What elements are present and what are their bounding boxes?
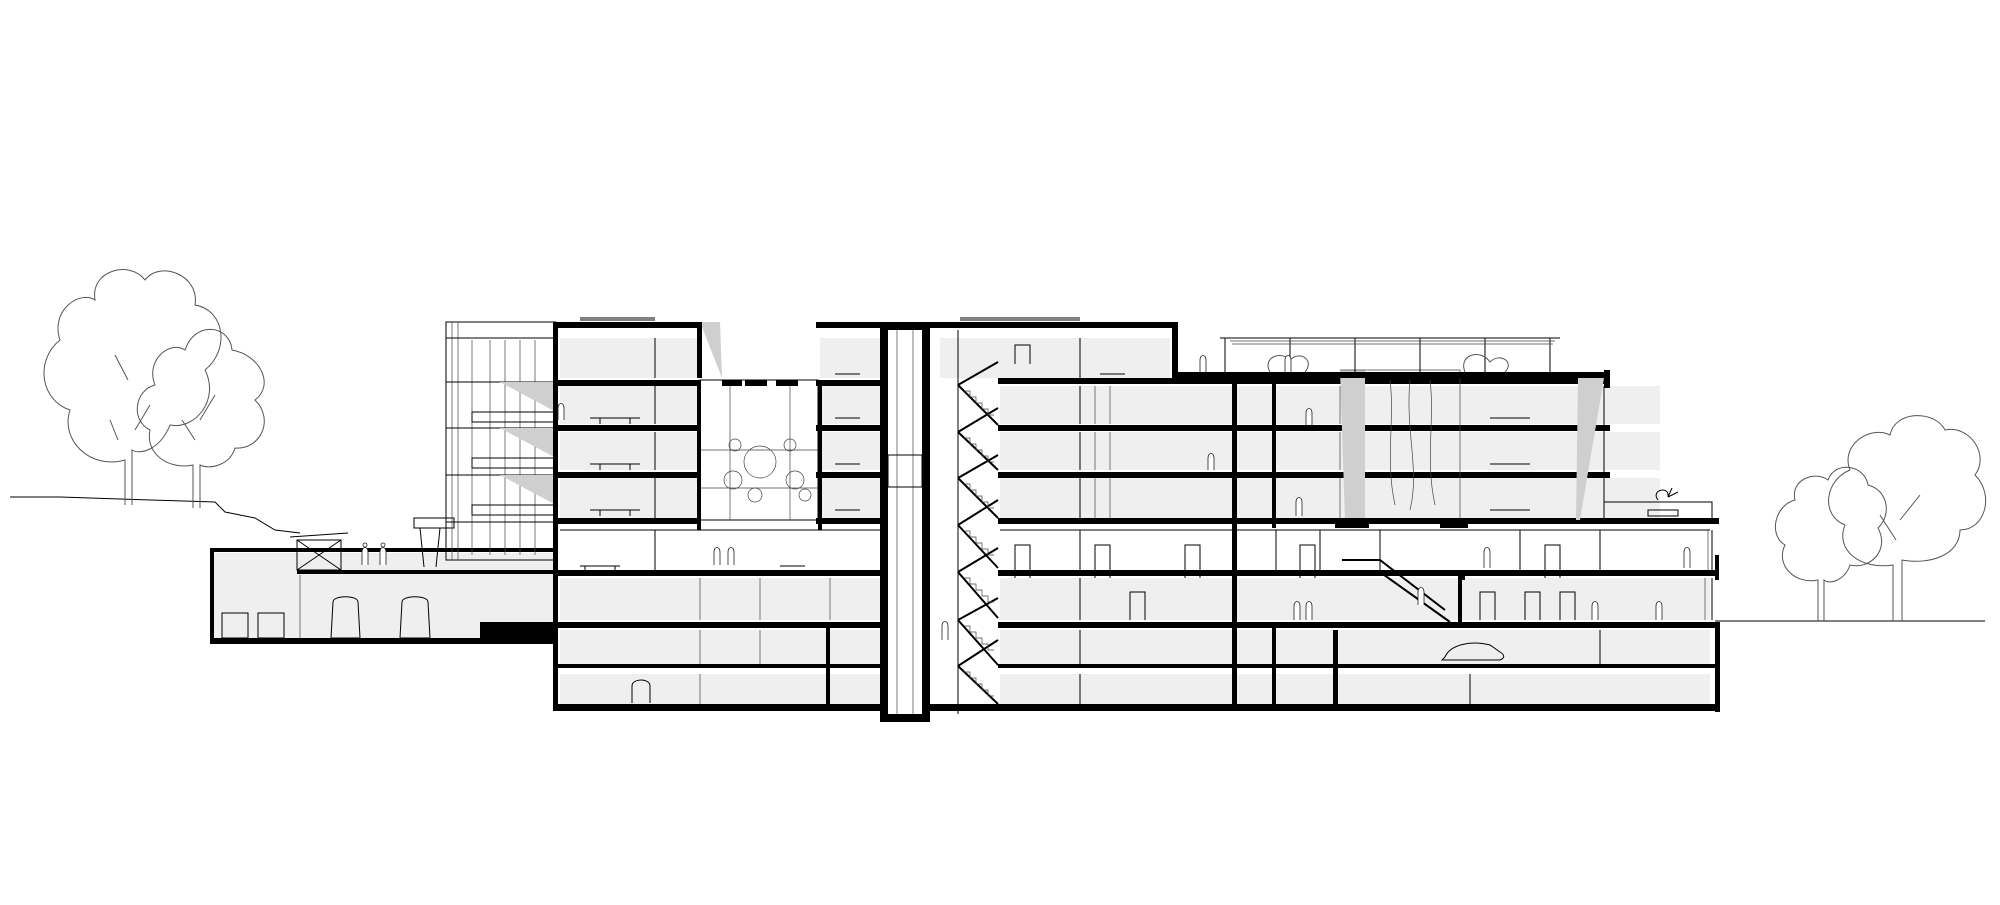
tree-left-medium [136,328,265,508]
tree-right-large [1828,415,1987,621]
floor-slabs-left [553,322,886,711]
roof-pergola [1172,337,1604,378]
right-atrium [1336,369,1604,524]
tree-right-small [1775,466,1887,621]
internal-walls-right [1000,338,1710,704]
left-balcony-facade [445,321,557,561]
facade-lines [1603,386,1713,620]
internal-walls-left [560,338,886,704]
tree-left-large [43,269,222,505]
door-openings [1014,344,1576,620]
main-staircase [957,330,999,714]
parking-cars [631,642,1505,703]
roof-left [580,317,1080,321]
furniture [580,373,1530,570]
ground-line [10,496,1985,622]
central-core [880,322,930,722]
right-low-extension [1604,487,1719,524]
people-figures [361,355,1691,640]
left-atrium [699,322,819,521]
